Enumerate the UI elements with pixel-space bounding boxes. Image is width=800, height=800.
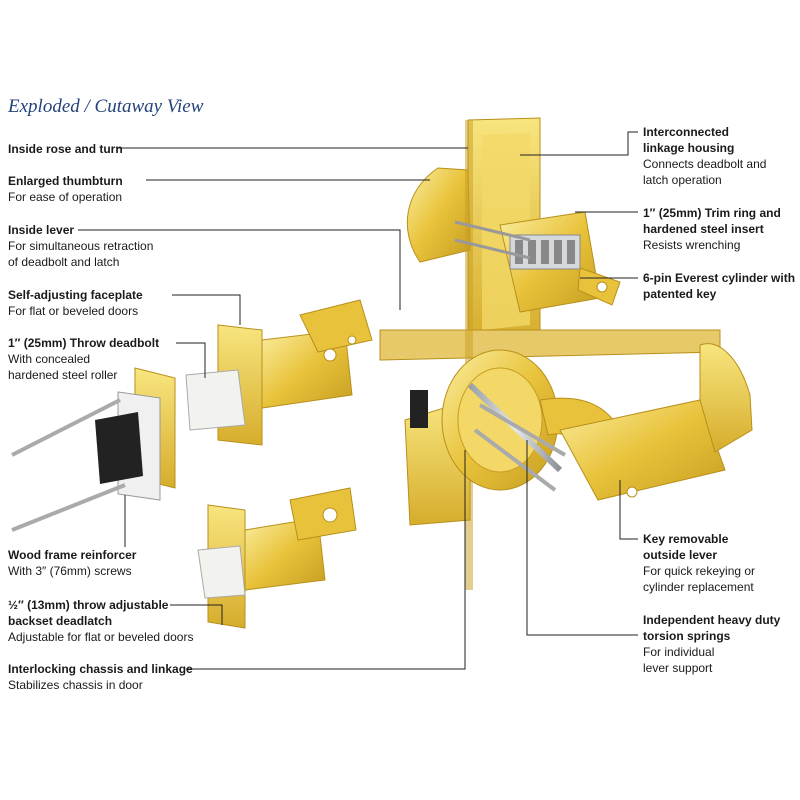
deadlatch: [197, 487, 357, 629]
callout-linkage-housing: Interconnected linkage housing Connects …: [643, 124, 766, 188]
callout-heading: 1″ (25mm) Throw deadbolt: [8, 336, 160, 350]
callout-heading: torsion springs: [643, 629, 731, 643]
callout-heading: Independent heavy duty: [643, 613, 781, 627]
callout-cylinder: 6-pin Everest cylinder with patented key: [643, 270, 795, 302]
callout-desc: latch operation: [643, 173, 722, 187]
callout-heading: 1″ (25mm) Trim ring and: [643, 206, 781, 220]
callout-heading: Inside lever: [8, 223, 75, 237]
callout-desc: Adjustable for flat or beveled doors: [8, 630, 194, 644]
leader-lines: [78, 131, 638, 670]
callout-heading: Enlarged thumbturn: [8, 174, 123, 188]
callout-desc: With 3″ (76mm) screws: [8, 564, 132, 578]
callout-desc: Resists wrenching: [643, 238, 741, 252]
callout-heading: ½″ (13mm) throw adjustable: [8, 598, 169, 612]
callout-faceplate: Self-adjusting faceplate For flat or bev…: [8, 287, 143, 319]
callout-desc: cylinder replacement: [643, 580, 754, 594]
deadbolt-assembly: [185, 299, 373, 446]
callout-desc: Connects deadbolt and: [643, 157, 767, 171]
callout-desc: With concealed: [8, 352, 91, 366]
callout-torsion-springs: Independent heavy duty torsion springs F…: [643, 612, 780, 676]
callout-chassis: Interlocking chassis and linkage Stabili…: [8, 661, 193, 693]
callout-desc: of deadbolt and latch: [8, 255, 120, 269]
callout-thumbturn: Enlarged thumbturn For ease of operation: [8, 173, 123, 205]
page-title: Exploded / Cutaway View: [8, 96, 204, 117]
callout-inside-rose: Inside rose and turn: [8, 141, 123, 157]
callout-desc: lever support: [643, 661, 713, 675]
cylinder: [499, 211, 621, 313]
callout-heading: patented key: [643, 287, 717, 301]
callout-desc: For simultaneous retraction: [8, 239, 154, 253]
wood-frame-reinforcer: [11, 367, 176, 532]
callout-desc: hardened steel roller: [8, 368, 118, 382]
callout-heading: backset deadlatch: [8, 614, 113, 628]
callout-heading: Wood frame reinforcer: [8, 548, 137, 562]
callout-heading: Interlocking chassis and linkage: [8, 662, 193, 676]
callout-deadlatch: ½″ (13mm) throw adjustable backset deadl…: [8, 597, 193, 645]
callout-desc: For ease of operation: [8, 190, 123, 204]
callout-deadbolt: 1″ (25mm) Throw deadbolt With concealed …: [8, 335, 159, 383]
callout-heading: Interconnected: [643, 125, 730, 139]
callout-heading: hardened steel insert: [643, 222, 764, 236]
callout-desc: Stabilizes chassis in door: [8, 678, 143, 692]
callout-heading: Self-adjusting faceplate: [8, 288, 143, 302]
callout-heading: Key removable: [643, 532, 729, 546]
callout-reinforcer: Wood frame reinforcer With 3″ (76mm) scr…: [8, 547, 136, 579]
callout-desc: For individual: [643, 645, 715, 659]
thumbturn: [406, 167, 471, 263]
callout-outside-lever: Key removable outside lever For quick re…: [643, 531, 755, 595]
callout-heading: Inside rose and turn: [8, 142, 123, 156]
callout-heading: 6-pin Everest cylinder with: [643, 271, 796, 285]
callout-inside-lever: Inside lever For simultaneous retraction…: [8, 222, 153, 270]
callout-desc: For flat or beveled doors: [8, 304, 139, 318]
callout-heading: outside lever: [643, 548, 718, 562]
callout-trim-ring: 1″ (25mm) Trim ring and hardened steel i…: [643, 205, 781, 253]
callout-heading: linkage housing: [643, 141, 735, 155]
callout-desc: For quick rekeying or: [643, 564, 756, 578]
outside-lever: [404, 343, 753, 526]
